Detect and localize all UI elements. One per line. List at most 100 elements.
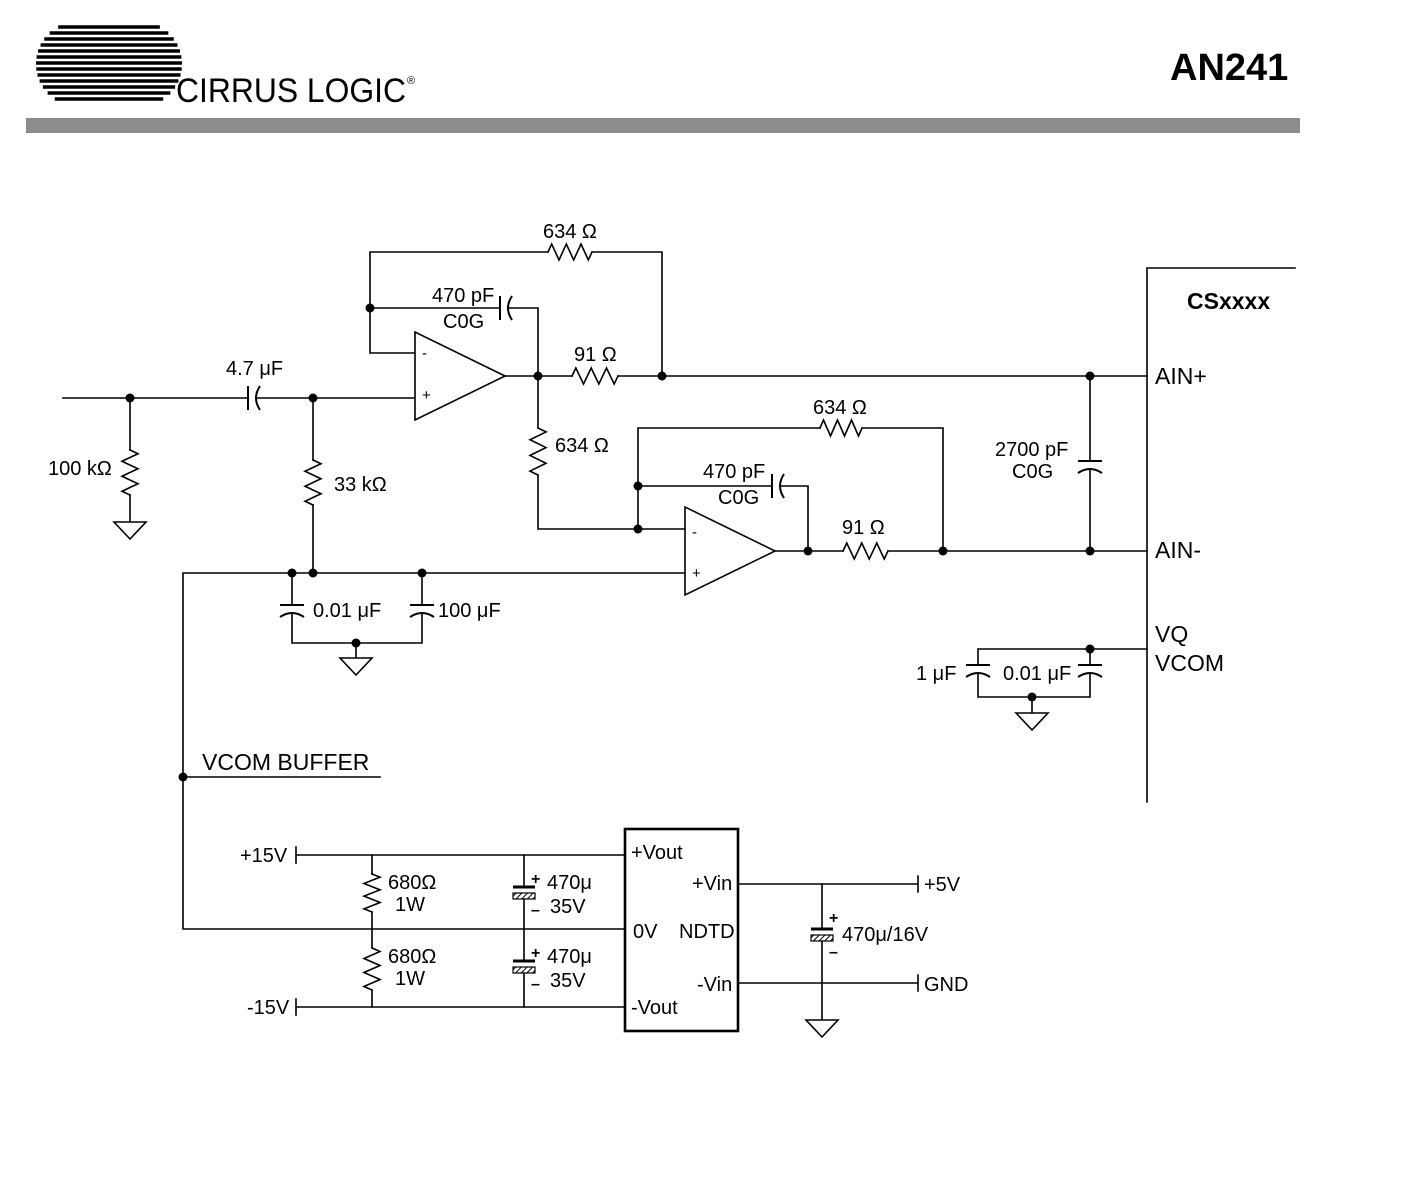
output-capacitor-2	[512, 959, 536, 974]
output-cap-2-value: 470μ	[547, 946, 592, 968]
bias-resistor	[303, 458, 323, 507]
opamp-1-output-resistor	[570, 366, 620, 386]
vcom-buffer-wire	[182, 572, 686, 930]
converter-pin-vin-neg: -Vin	[697, 974, 732, 996]
ndtd-converter-box	[623, 827, 740, 1033]
document-number: AN241	[1170, 47, 1288, 89]
junction-dot	[1027, 692, 1037, 702]
rail-pos-label: +15V	[240, 845, 288, 867]
output-cap-1-voltage: 35V	[550, 896, 586, 918]
vq-cap-2-label: 0.01 μF	[1003, 663, 1071, 685]
differential-capacitor	[1077, 460, 1103, 474]
input-pos-wire	[737, 875, 919, 893]
adc-pin-ain-neg: AIN-	[1155, 537, 1201, 563]
opamp-2-noninv-sign: +	[692, 565, 701, 582]
electrolytic-capacitors	[512, 885, 834, 974]
load-resistor-2-power: 1W	[395, 968, 425, 990]
shunt-resistor	[120, 448, 140, 497]
vcom-large-capacitor	[409, 604, 435, 618]
converter-pin-vout-neg: -Vout	[631, 997, 678, 1019]
opamp-1-feedback-capacitor	[499, 295, 513, 321]
header: CIRRUS LOGIC ® AN241	[26, 25, 1300, 133]
rail-neg-label: -15V	[247, 997, 290, 1019]
junction-dot	[351, 638, 361, 648]
input-gnd-label: GND	[924, 974, 968, 996]
opamp-1-output-resistor-label: 91 Ω	[574, 344, 617, 366]
load-resistor-1-value: 680Ω	[388, 872, 436, 894]
vcom-small-capacitor	[279, 604, 305, 618]
opamp-1-body	[414, 330, 507, 422]
opamp-2-feedback-cap-label: 470 pF	[703, 461, 765, 483]
opamp-2-cap-wire	[637, 485, 809, 552]
output-cap-2-pos-mark: +	[531, 945, 540, 962]
opamp-2-feedback-capacitor	[771, 473, 785, 499]
differential-cap-dielectric: C0G	[1012, 461, 1053, 483]
capacitors	[247, 295, 1103, 678]
input-pos-label: +5V	[924, 874, 961, 896]
opamp-2-output-resistor	[841, 541, 890, 561]
logo-text: CIRRUS LOGIC	[176, 72, 406, 110]
cirrus-logic-logo-icon	[36, 25, 182, 101]
grounds	[112, 521, 1050, 1039]
opamp-1-feedback-resistor	[546, 242, 594, 262]
adc-pin-vcom: VCOM	[1155, 650, 1224, 676]
converter-pin-vout-pos: +Vout	[631, 842, 683, 864]
junction-dot	[1085, 546, 1095, 556]
junction-dot	[1085, 644, 1095, 654]
opamp-1-feedback-cap-label: 470 pF	[432, 285, 494, 307]
vq-cap-1-label: 1 μF	[916, 663, 956, 685]
ground-icon	[1014, 712, 1050, 732]
junction-dot	[533, 371, 543, 381]
junction-dot	[1085, 371, 1095, 381]
load-resistor-2	[362, 946, 382, 992]
adc-part-name: CSxxxx	[1187, 288, 1270, 314]
output-cap-1-neg-mark: –	[531, 902, 540, 919]
junction-dot	[308, 393, 318, 403]
converter-name: NDTD	[679, 921, 735, 943]
logo-registered-mark: ®	[407, 75, 415, 87]
junction-dot	[178, 772, 188, 782]
opamp-2-output-resistor-label: 91 Ω	[842, 517, 885, 539]
load-resistor-1-power: 1W	[395, 894, 425, 916]
differential-cap-label: 2700 pF	[995, 439, 1068, 461]
input-cap-neg-mark: –	[829, 944, 838, 961]
vcom-buffer-label: VCOM BUFFER	[202, 749, 369, 775]
input-gnd-wire	[737, 974, 919, 992]
vq-capacitor-1	[965, 664, 991, 678]
output-cap-1-pos-mark: +	[531, 871, 540, 888]
opamp-2-feedback-cap-dielectric: C0G	[718, 487, 759, 509]
vq-capacitor-2	[1077, 664, 1103, 678]
rail-neg-wire	[295, 998, 626, 1016]
opamp-2-body	[684, 505, 777, 597]
junction-dot	[633, 481, 643, 491]
opamp-2-feedback-wire	[637, 427, 944, 552]
adc-outline	[1146, 267, 1296, 803]
adc-pin-vq: VQ	[1155, 621, 1188, 647]
junction-dot	[803, 546, 813, 556]
input-cap-value: 470μ/16V	[842, 924, 929, 946]
output-cap-1-value: 470μ	[547, 872, 592, 894]
junction-dot	[657, 371, 667, 381]
junction-dot	[287, 568, 297, 578]
junction-dot	[633, 524, 643, 534]
converter-pin-vin-pos: +Vin	[692, 873, 732, 895]
junction-dot	[417, 568, 427, 578]
junction-dot	[938, 546, 948, 556]
opamp-1-feedback-cap-dielectric: C0G	[443, 311, 484, 333]
converter-pin-0v: 0V	[633, 921, 658, 943]
opamp-1: - +	[414, 330, 507, 422]
opamp-2: - +	[684, 505, 777, 597]
input-cap-pos-mark: +	[829, 910, 838, 927]
opamp-1-cap-wire	[369, 307, 539, 377]
opamp-1-feedback-resistor-label: 634 Ω	[543, 221, 597, 243]
coupling-capacitor	[247, 385, 261, 411]
ground-icon	[338, 657, 374, 677]
labels: 634 Ω 470 pF C0G 91 Ω 4.7 μF 100 kΩ 33 k…	[48, 221, 1270, 1019]
junctions	[125, 303, 1095, 782]
output-cap-2-neg-mark: –	[531, 976, 540, 993]
opamp-2-inv-sign: -	[692, 524, 697, 541]
vcom-large-cap-label: 100 μF	[438, 600, 501, 622]
adc-pin-ain-pos: AIN+	[1155, 363, 1207, 389]
wires	[62, 251, 1296, 1021]
opamp-1-inv-sign: -	[422, 345, 427, 362]
